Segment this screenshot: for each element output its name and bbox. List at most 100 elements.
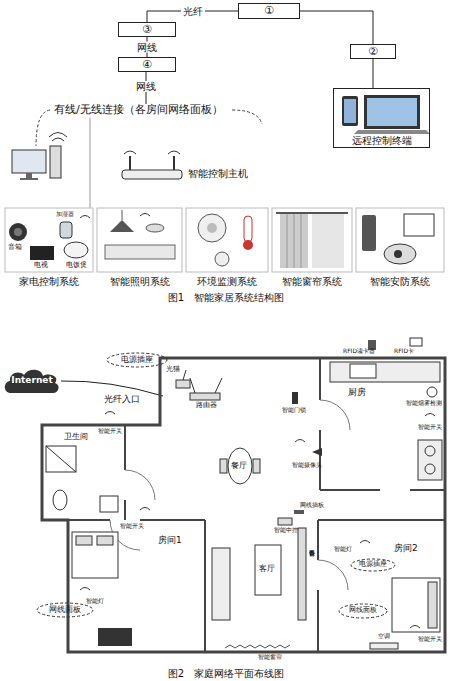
lock-icon (362, 215, 376, 251)
text-label: 网线插板 (300, 502, 324, 509)
pillow (428, 582, 437, 628)
text-label: 空调 (378, 633, 390, 640)
text-label: 有线/无线连接（各房间网络面板） (52, 104, 225, 116)
text-label: 智能烟雾检测 (406, 400, 442, 407)
toilet (53, 490, 67, 510)
node-text: 卫生间 (64, 433, 88, 442)
sensor-icon (207, 223, 217, 233)
router-antenna (173, 156, 175, 170)
rice-cooker-icon (64, 242, 88, 258)
box-node: 智能窗帘系统 (272, 208, 352, 288)
node-text: 房间1 (158, 536, 182, 546)
humidifier-icon (60, 222, 72, 238)
box-node: 网线面板 (36, 602, 94, 618)
shower (46, 446, 76, 472)
lamp-icon (146, 224, 164, 232)
box-node: ④ (118, 57, 176, 72)
image-frame (186, 208, 268, 272)
node-text: 网线面板 (338, 607, 388, 615)
laptop-icon (364, 95, 420, 129)
router-antenna (129, 156, 131, 170)
thermometer-icon (243, 240, 253, 250)
air-conditioner (370, 643, 398, 649)
image-frame (5, 208, 93, 272)
router-body (190, 393, 220, 400)
lamp-icon (110, 220, 134, 232)
chair (220, 459, 227, 473)
dining-table (228, 448, 252, 484)
wireless-link (232, 110, 262, 124)
node-text: ② (351, 45, 395, 57)
box-node: 智能照明系统 (97, 208, 182, 288)
chair (253, 459, 260, 473)
node-text: 电源插座 (350, 561, 396, 569)
text-label: 路由器 (196, 402, 217, 410)
shower (46, 446, 76, 472)
box-node: 卫生间 (42, 425, 125, 520)
text-label: 电饭煲 (66, 262, 87, 270)
box-node: 电源插座 (106, 352, 168, 368)
link-line (90, 118, 91, 208)
phone-icon (342, 96, 358, 126)
speaker-icon (9, 223, 27, 241)
box-node: ① (238, 3, 300, 19)
rfid-card (410, 338, 422, 346)
sensor-icon (215, 252, 229, 266)
curtain-rod (276, 212, 348, 214)
text-label: 智能摄像头 (292, 462, 322, 469)
box-node: 网线面板 (338, 603, 388, 619)
text-label: RFID读卡器 (343, 348, 375, 355)
box-node: ③ (118, 22, 176, 37)
wireless-link (36, 110, 50, 146)
wifi-symbol (80, 216, 90, 219)
control-hub (278, 518, 292, 525)
network-socket (294, 510, 304, 514)
phone-screen (344, 99, 356, 123)
light-panel (105, 245, 175, 259)
curtain-icon (225, 645, 290, 648)
text-label: 智能灯 (86, 598, 104, 605)
image-frame (272, 208, 352, 272)
node-text: 家电控制系统 (0, 276, 99, 287)
smoke-detector (427, 387, 437, 397)
image-frame (356, 208, 444, 272)
curtain-icon (312, 214, 344, 268)
text-label: 智能门锁 (282, 407, 306, 414)
connector (300, 11, 373, 44)
pillow (76, 536, 92, 545)
bed (392, 578, 440, 632)
text-label: 餐厅 (231, 462, 247, 471)
text-label: 加湿器 (56, 211, 74, 218)
camera-icon (384, 244, 416, 264)
pillow (97, 536, 113, 545)
washbasin (100, 496, 118, 512)
node-text: 远程控制终端 (328, 135, 435, 146)
sink (350, 364, 376, 378)
dashed-ellipse (107, 353, 167, 367)
tv-icon (98, 628, 132, 646)
lamp-cord (122, 210, 123, 220)
thermometer-icon (244, 216, 252, 242)
image-frame (97, 208, 182, 272)
text-label: 图1 智能家居系统结构图 (168, 292, 284, 303)
text-label: 智能灯 (334, 546, 352, 553)
node-text: 房间2 (394, 544, 418, 554)
box-node: 房间1 (68, 520, 205, 652)
box-node: Internet (3, 368, 61, 394)
box-node: 电源插座 (350, 558, 396, 572)
laptop-base (354, 130, 430, 134)
burner (425, 464, 435, 474)
text-label: 智能开关 (120, 523, 144, 530)
text-label: 智能开关 (98, 428, 122, 435)
node-text: 电源插座 (106, 356, 168, 365)
modem (176, 380, 190, 388)
wifi-symbol (49, 133, 67, 142)
box-node: 环境监测系统 (186, 208, 268, 288)
curtain-fold (287, 214, 301, 268)
kitchen-counter (330, 362, 440, 382)
text-label: 光猫 (166, 366, 180, 374)
wifi-symbol (124, 151, 180, 154)
stove (418, 440, 442, 480)
text-label: 智能控制主机 (188, 168, 248, 179)
